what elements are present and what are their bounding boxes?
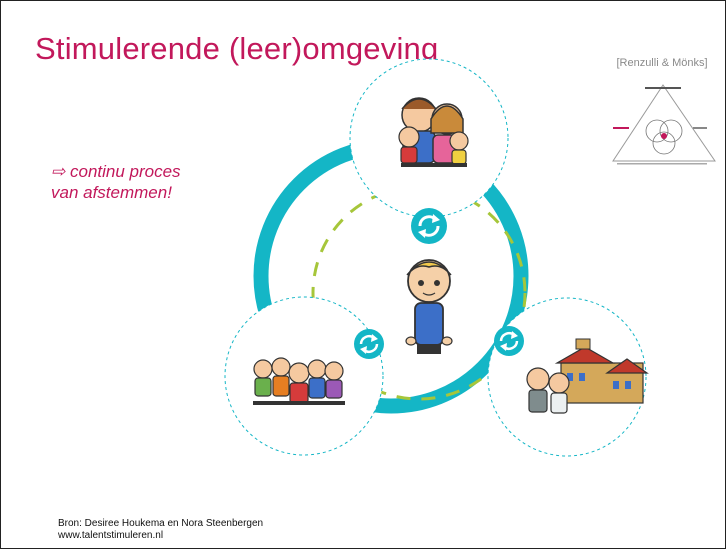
reference-label: [Renzulli & Mönks] [616, 57, 708, 69]
renzulli-model-thumbnail [609, 75, 719, 165]
arrow-icon: ⇨ [51, 162, 66, 181]
source-website: www.talentstimuleren.nl [58, 530, 164, 541]
school-circle [487, 297, 649, 457]
tagline-line-1: continu proces [69, 162, 181, 181]
sync-icon-left [354, 329, 384, 359]
tagline-line-2: van afstemmen! [51, 183, 172, 202]
peers-illustration [253, 357, 345, 405]
inner-dashed-ring [311, 185, 527, 401]
source-authors: Bron: Desiree Houkema en Nora Steenberge… [58, 518, 264, 529]
source-credit: Bron: Desiree Houkema en Nora Steenberge… [58, 518, 263, 542]
family-illustration [398, 97, 469, 167]
family-circle [349, 58, 509, 218]
peers-circle [224, 296, 384, 456]
sync-icon-right [494, 326, 524, 356]
tagline: ⇨ continu proces van afstemmen! [51, 161, 181, 203]
child-illustration [405, 259, 453, 354]
school-illustration [526, 338, 649, 414]
slide-title: Stimulerende (leer)omgeving [35, 31, 439, 66]
sync-icon-top [411, 208, 447, 244]
